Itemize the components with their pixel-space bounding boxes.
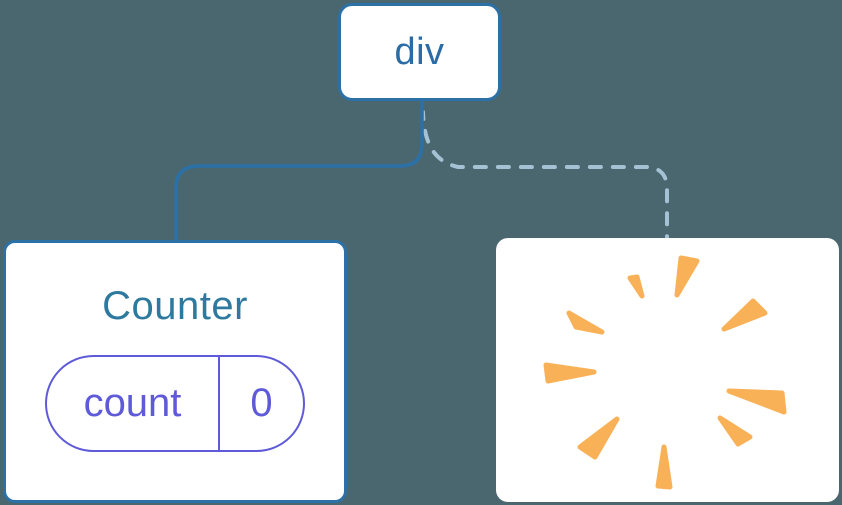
removed-component-node [496, 238, 839, 502]
edge-solid-counter-child [174, 100, 424, 241]
poof-starburst-icon [543, 255, 787, 490]
dom-node-div: div [338, 3, 501, 101]
state-pill-value: 0 [250, 381, 273, 425]
dom-node-div-label: div [394, 30, 445, 73]
poof-ray [655, 444, 673, 490]
component-node-counter: Counter count 0 [3, 240, 347, 503]
poof-ray [717, 415, 753, 447]
poof-ray [674, 255, 700, 298]
poof-ray [721, 298, 768, 332]
poof-ray [543, 362, 597, 384]
component-title: Counter [102, 284, 248, 328]
poof-ray [566, 310, 605, 335]
poof-ray [627, 274, 645, 299]
poof-ray [726, 388, 787, 415]
state-pill-key: count [47, 357, 220, 450]
poof-ray [577, 416, 620, 460]
state-pill: count 0 [45, 355, 305, 452]
edge-dashed-removed-child [421, 110, 669, 242]
